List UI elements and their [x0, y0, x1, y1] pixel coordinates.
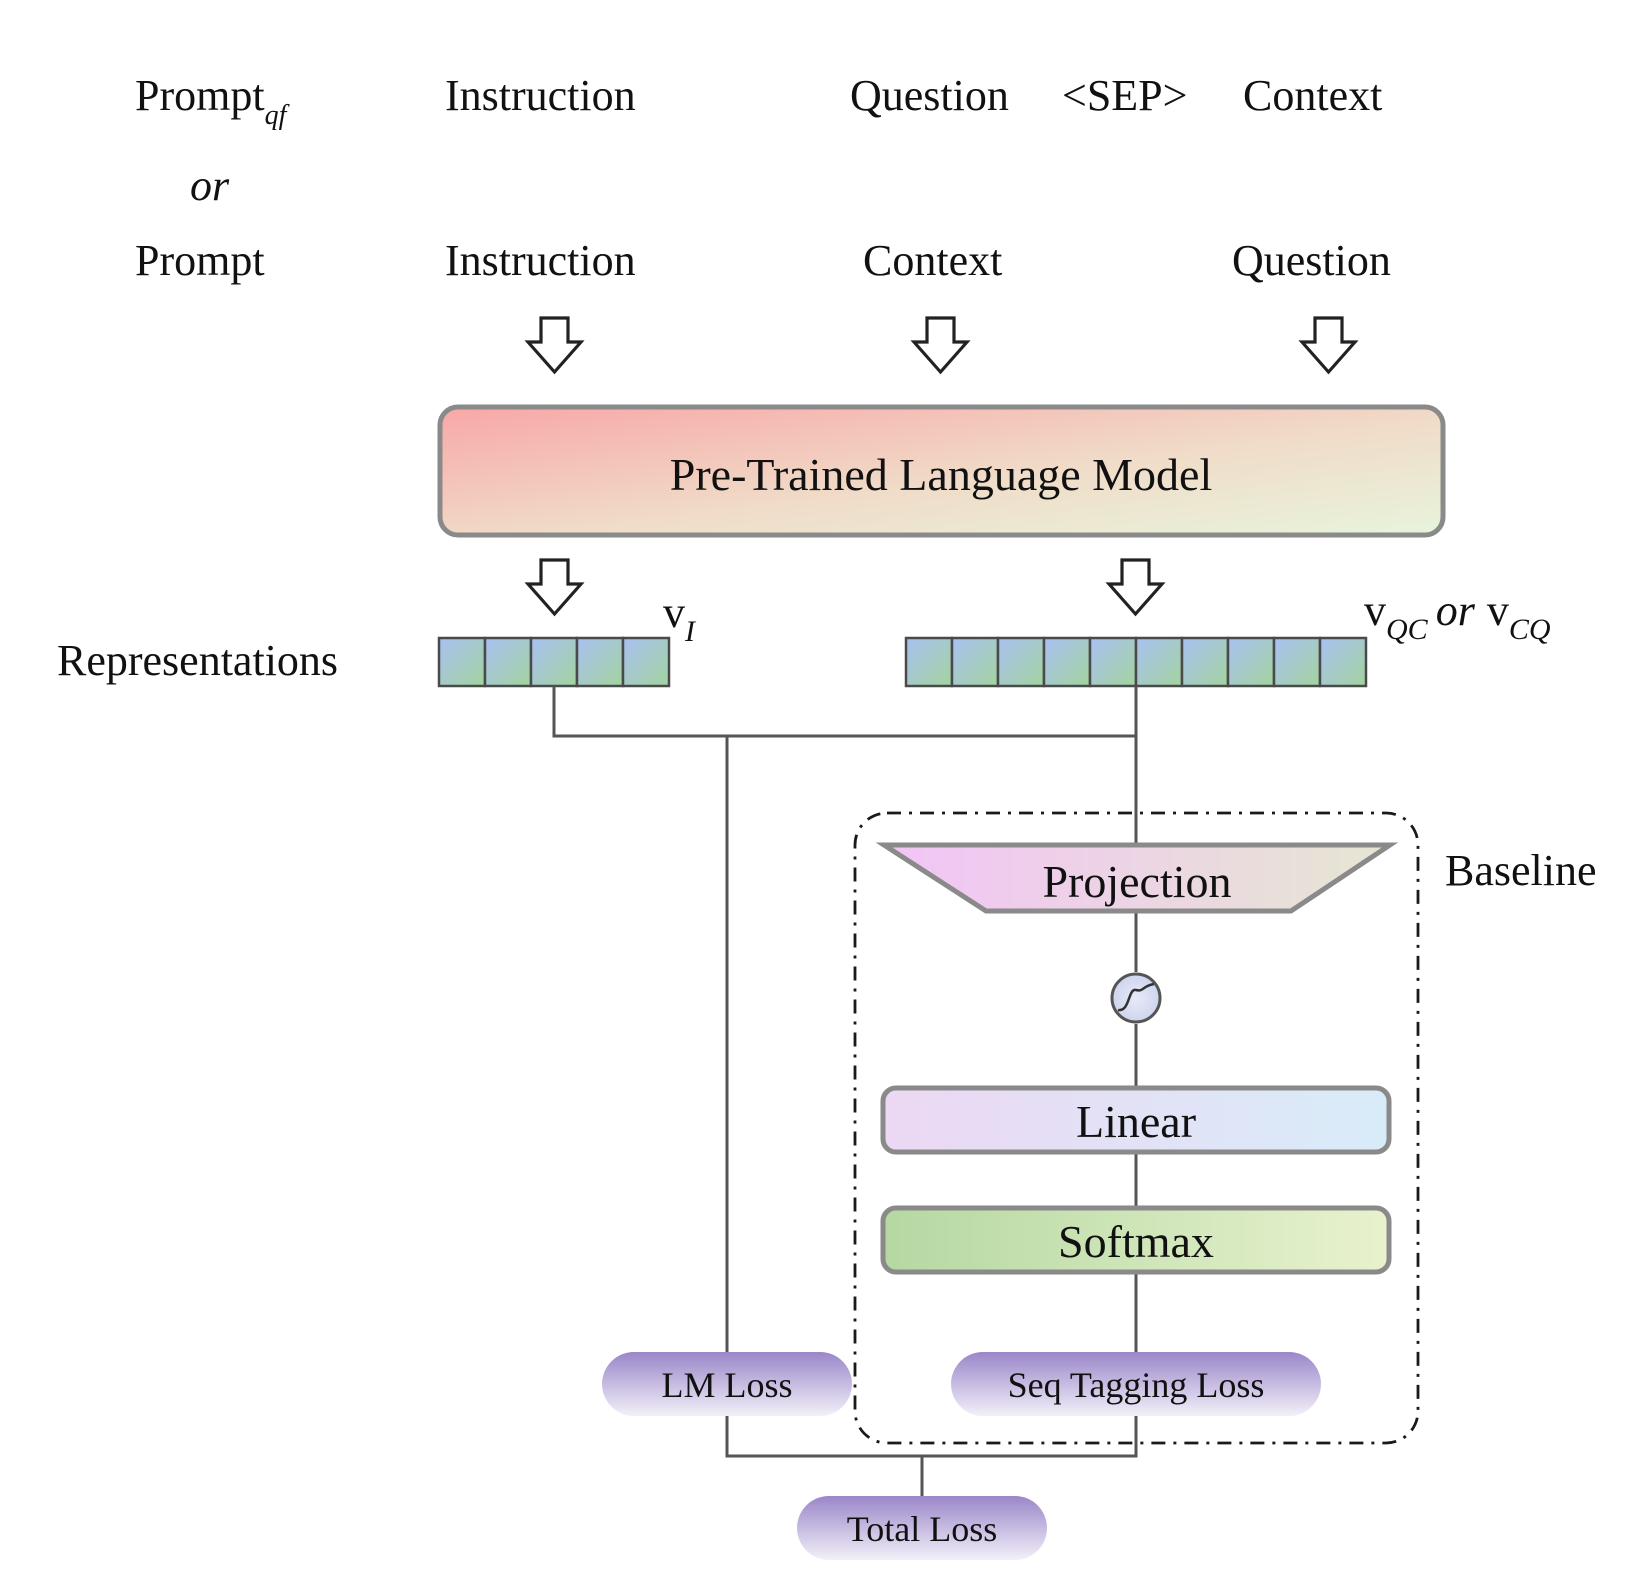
total-loss-pill: [797, 1496, 1047, 1560]
input-arrow-context-icon: [910, 316, 971, 375]
representations-label: Representations: [57, 636, 338, 685]
row1-context: Context: [1243, 71, 1382, 120]
language-model-label: Pre-Trained Language Model: [670, 449, 1213, 500]
vector-vi-cell: [621, 636, 671, 688]
vi-label: vI: [663, 588, 697, 648]
vector-vqc-cell: [1088, 636, 1138, 688]
seq-tagging-loss-label: Seq Tagging Loss: [1008, 1365, 1265, 1405]
row2-prompt: Prompt: [135, 236, 265, 285]
vector-vqc-cell: [1272, 636, 1322, 688]
baseline-region: [853, 811, 1420, 1445]
vector-vqc-cell: [1226, 636, 1276, 688]
row1-sep-token: <SEP>: [1062, 71, 1187, 120]
row1-instruction: Instruction: [445, 71, 636, 120]
seq-tagging-loss-pill: [951, 1352, 1321, 1416]
vector-vqc: [904, 636, 1368, 688]
vector-vi-cell: [575, 636, 625, 688]
row2-context: Context: [863, 236, 1002, 285]
softmax-label: Softmax: [1058, 1216, 1214, 1267]
lm-loss-label: LM Loss: [661, 1365, 792, 1405]
vector-vqc-cell: [950, 636, 1000, 688]
or-label: or: [190, 161, 230, 210]
input-arrow-instruction-icon: [524, 316, 585, 375]
prompt-qf-label: Promptqf: [135, 71, 290, 131]
vector-vi-cell: [437, 636, 487, 688]
lm-loss-pill: [602, 1352, 852, 1416]
linear-block: [880, 1085, 1392, 1155]
softmax-block: [880, 1205, 1392, 1275]
vector-vqc-cell: [904, 636, 954, 688]
input-arrow-question-icon: [1298, 316, 1359, 375]
connector-wires: [552, 686, 1138, 1497]
output-arrow-instruction-icon: [524, 558, 585, 617]
vector-vqc-cell: [1134, 636, 1184, 688]
row2-instruction: Instruction: [445, 236, 636, 285]
vector-vqc-cell: [996, 636, 1046, 688]
total-loss-label: Total Loss: [847, 1509, 997, 1549]
row1-question: Question: [850, 71, 1009, 120]
row2-question: Question: [1232, 236, 1391, 285]
language-model-box: [437, 404, 1446, 538]
vector-vqc-cell: [1042, 636, 1092, 688]
vector-vi: [437, 636, 671, 688]
baseline-label: Baseline: [1445, 846, 1597, 895]
sigmoid-activation-icon: [1110, 972, 1162, 1024]
projection-label: Projection: [1042, 856, 1231, 907]
wire-losses-merge: [725, 1415, 1138, 1458]
linear-label: Linear: [1076, 1096, 1196, 1147]
wire-vi-to-merge: [552, 686, 1136, 738]
projection-block: [875, 842, 1399, 914]
vector-vqc-cell: [1318, 636, 1368, 688]
vector-vqc-cell: [1180, 636, 1230, 688]
vector-vi-cell: [483, 636, 533, 688]
output-arrow-context-icon: [1105, 558, 1166, 617]
vector-vi-cell: [529, 636, 579, 688]
